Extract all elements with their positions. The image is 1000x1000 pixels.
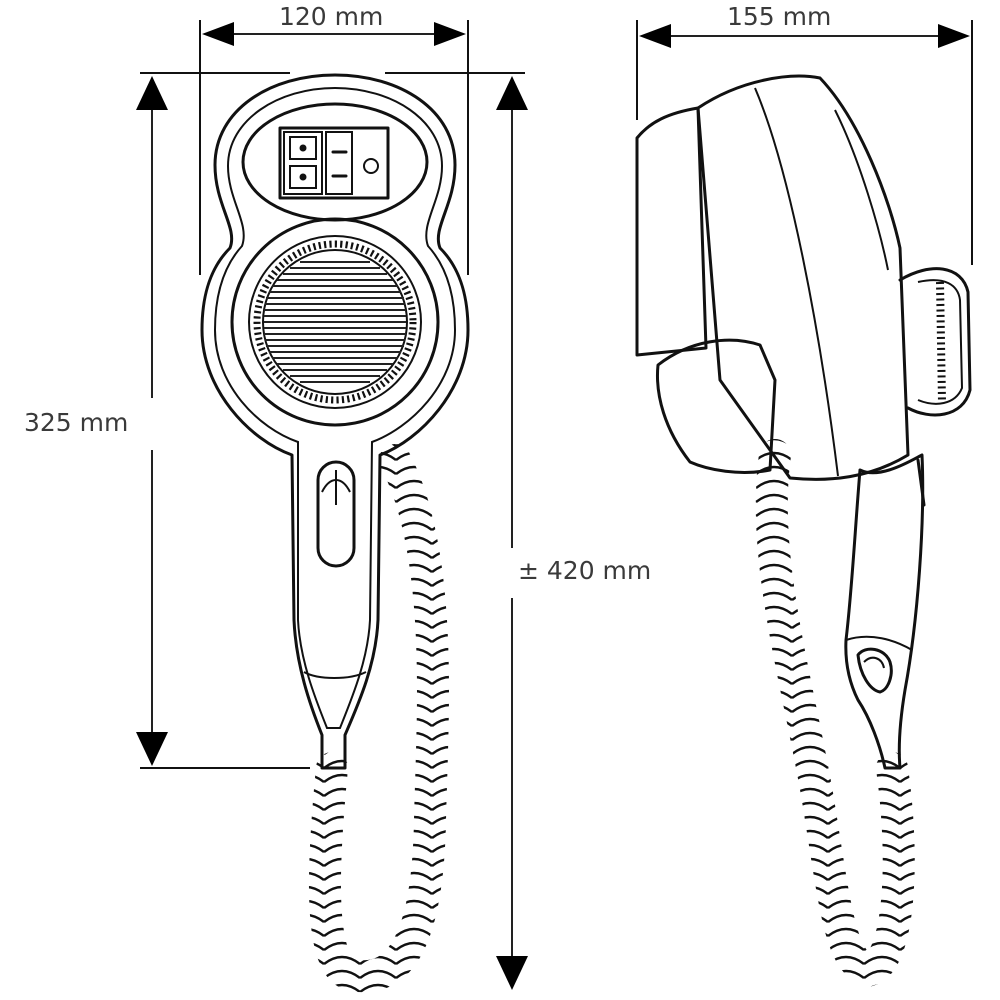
side-intake-ring (898, 267, 972, 417)
depth-dimension-line (639, 24, 970, 48)
width-dimension-line (202, 22, 466, 46)
side-handle-button (856, 647, 893, 694)
total-height-dimension-label: ± 420 mm (518, 556, 652, 585)
control-panel (241, 102, 429, 222)
handle-switch-button (316, 460, 356, 568)
side-coiled-cord (755, 439, 915, 987)
dimension-lines (136, 20, 973, 990)
width-dimension-label: 120 mm (279, 2, 384, 31)
side-housing-outline (696, 74, 910, 481)
body-height-dimension-line (136, 76, 168, 766)
side-wall-mount (635, 106, 708, 357)
depth-dimension-label: 155 mm (727, 2, 832, 31)
air-intake-grille (230, 217, 440, 427)
total-height-dimension-line (496, 76, 528, 990)
body-height-dimension-label: 325 mm (24, 408, 129, 437)
side-handle-outline (844, 453, 925, 770)
front-coiled-cord (308, 444, 449, 993)
side-nozzle-outline (656, 338, 777, 474)
indicator-light-icon (363, 158, 379, 174)
